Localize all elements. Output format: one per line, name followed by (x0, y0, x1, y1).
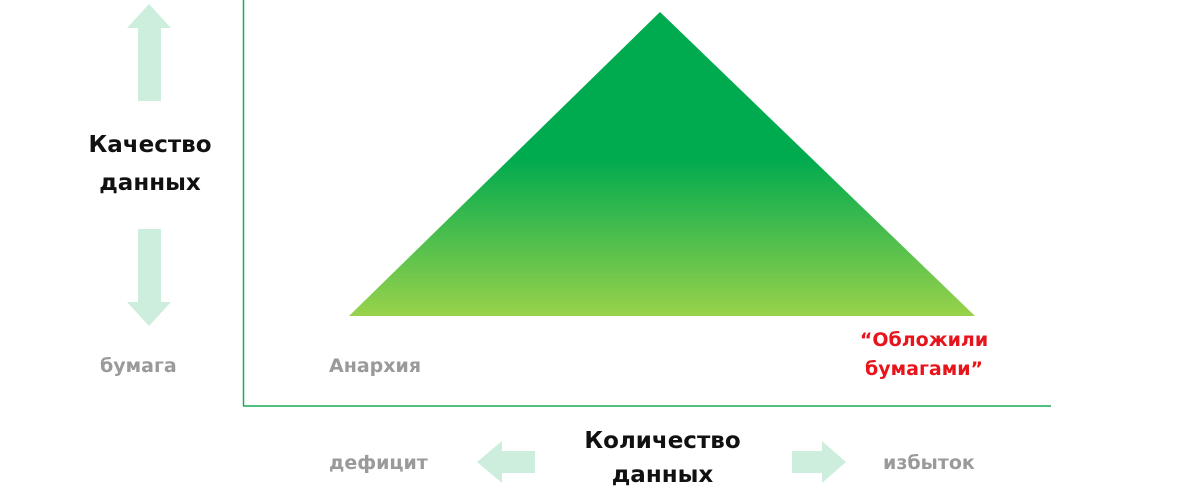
y-axis-title-line-2: данных (99, 170, 201, 196)
right-corner-label-line-1: “Обложили (859, 329, 989, 351)
arrow-down-icon (127, 229, 171, 326)
x-axis-title-line-1: Количество (584, 428, 741, 454)
data-triangle (349, 12, 975, 316)
y-axis-title-line-1: Качество (88, 132, 212, 158)
x-axis-title-line-2: данных (611, 462, 714, 488)
arrow-left-icon (477, 441, 535, 483)
x-axis-low-label: дефицит (329, 452, 428, 474)
right-corner-label: “Обложили бумагами” (838, 326, 1010, 384)
x-axis-high-label: избыток (883, 452, 975, 474)
arrow-up-icon (127, 4, 171, 101)
arrow-right-icon (792, 441, 846, 483)
y-axis-low-label: бумага (100, 355, 177, 377)
right-corner-label-line-2: бумагами” (864, 358, 984, 380)
left-corner-label: Анархия (329, 355, 422, 377)
y-axis-title: Качество данных (70, 126, 230, 202)
x-axis-title: Количество данных (555, 424, 770, 492)
